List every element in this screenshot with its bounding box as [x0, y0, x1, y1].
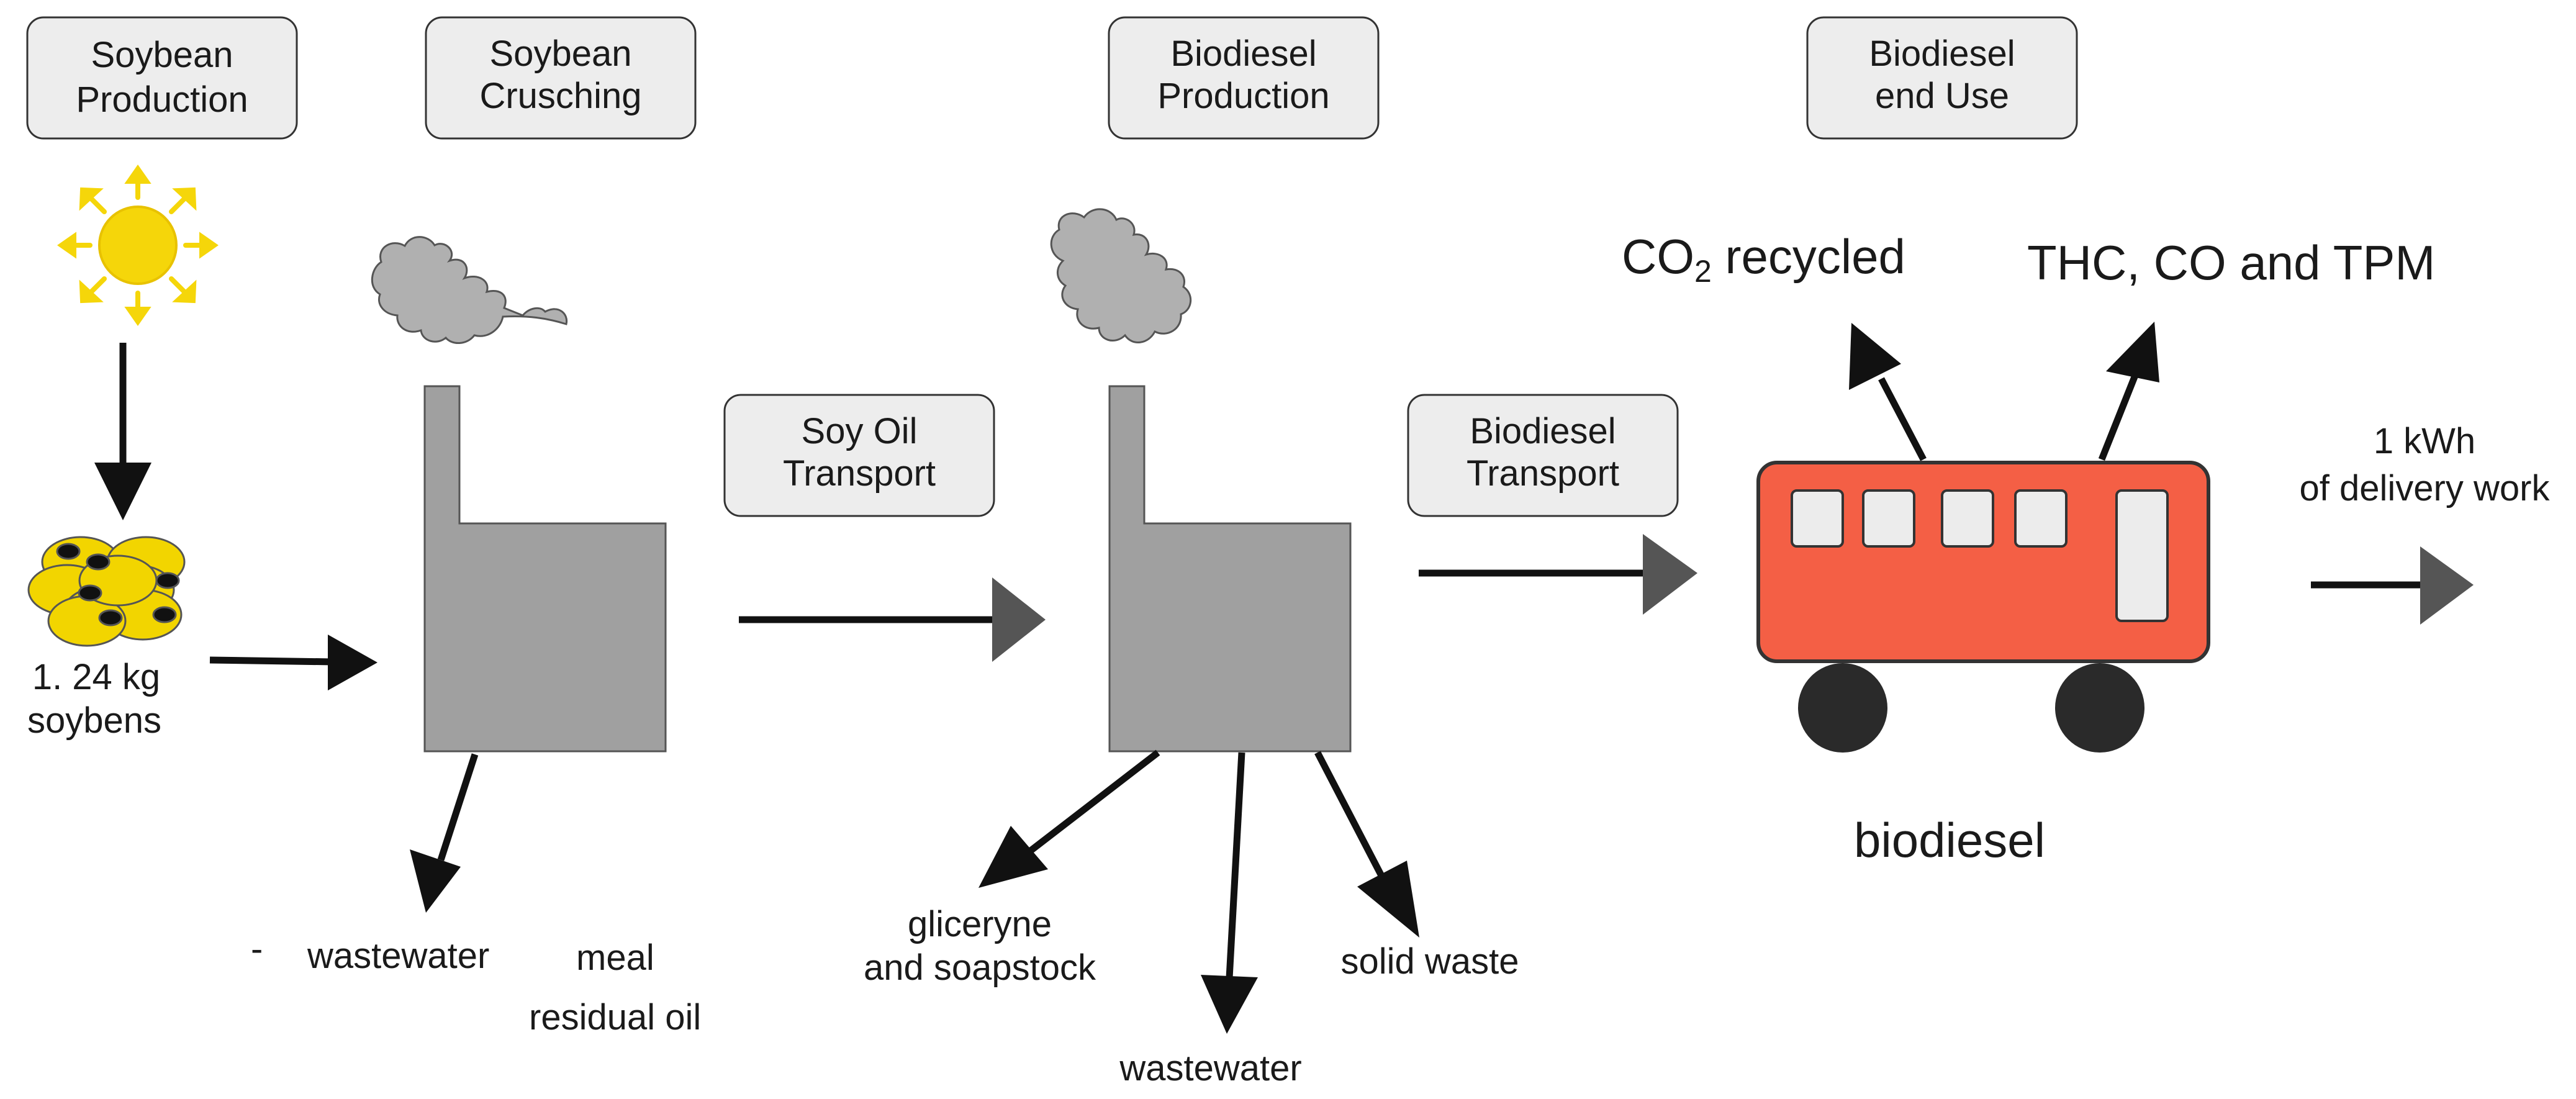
input-soybeans: soybens: [27, 700, 161, 741]
glycerine-label-line2: and soapstock: [864, 947, 1096, 988]
glycerine-label-line1: gliceryne: [908, 904, 1052, 944]
svg-text:Transport: Transport: [1467, 453, 1619, 494]
svg-text:Biodiesel: Biodiesel: [1170, 34, 1316, 74]
svg-text:end Use: end Use: [1875, 76, 2009, 116]
input-quantity: 1. 24 kg: [32, 657, 160, 697]
svg-text:Soy Oil: Soy Oil: [802, 411, 918, 451]
output-arrow: [2311, 546, 2474, 625]
stage-soybean-production: Soybean Production: [26, 16, 298, 140]
svg-text:Soybean: Soybean: [91, 35, 233, 75]
crushing-wastewater-arrow: [410, 753, 479, 913]
glycerine-arrow: [978, 749, 1160, 888]
svg-text:Soybean: Soybean: [490, 34, 632, 74]
production-factory-icon: [1050, 208, 1352, 753]
stage-biodiesel-end-use: Biodiesel end Use: [1806, 16, 2078, 140]
svg-text:Transport: Transport: [783, 453, 936, 494]
svg-text:Biodiesel: Biodiesel: [1470, 411, 1616, 451]
svg-text:Production: Production: [1157, 76, 1329, 116]
svg-text:Biodiesel: Biodiesel: [1869, 34, 2015, 74]
output-label-line1: 1 kWh: [2374, 421, 2475, 461]
emissions-arrow: [2098, 322, 2159, 461]
emissions-label: THC, CO and TPM: [2027, 235, 2435, 290]
biodiesel-transport-arrow: [1419, 534, 1697, 615]
production-wastewater-label: wastewater: [1119, 1048, 1301, 1088]
solid-waste-label: solid waste: [1341, 941, 1519, 982]
production-wastewater-arrow: [1201, 752, 1258, 1034]
soybeans-to-crushing-arrow: [209, 635, 377, 690]
crushing-output-dash: -: [251, 929, 263, 969]
transport-soy-oil: Soy Oil Transport: [723, 394, 995, 517]
fuel-label: biodiesel: [1854, 813, 2045, 867]
crushing-output-meal: meal: [576, 938, 654, 978]
co2-arrow: [1849, 323, 1927, 461]
output-label-line2: of delivery work: [2300, 468, 2551, 509]
crushing-output-residual-oil: residual oil: [529, 997, 701, 1038]
sun-icon: [57, 165, 219, 326]
transport-biodiesel: Biodiesel Transport: [1407, 394, 1679, 517]
soybeans-icon: [27, 536, 186, 647]
soy-oil-transport-arrow: [739, 577, 1046, 662]
crushing-factory-icon: [371, 236, 667, 753]
stage-biodiesel-production: Biodiesel Production: [1108, 16, 1380, 140]
svg-text:Crusching: Crusching: [479, 76, 641, 116]
svg-text:Production: Production: [76, 79, 248, 120]
crushing-output-wastewater: wastewater: [307, 936, 489, 976]
sun-to-soybeans-arrow: [94, 343, 151, 520]
bus-icon: [1756, 461, 2210, 753]
co2-recycled-label: CO2 recycled: [1622, 229, 1905, 289]
stage-soybean-crushing: Soybean Crusching: [425, 16, 697, 140]
solid-waste-arrow: [1314, 751, 1419, 938]
